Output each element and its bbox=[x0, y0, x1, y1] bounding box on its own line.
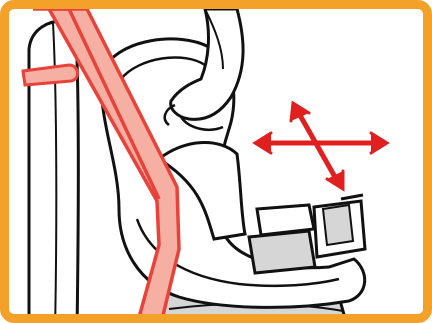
car-seat-illustration bbox=[9, 9, 432, 323]
movement-arrows-icon bbox=[255, 103, 387, 189]
